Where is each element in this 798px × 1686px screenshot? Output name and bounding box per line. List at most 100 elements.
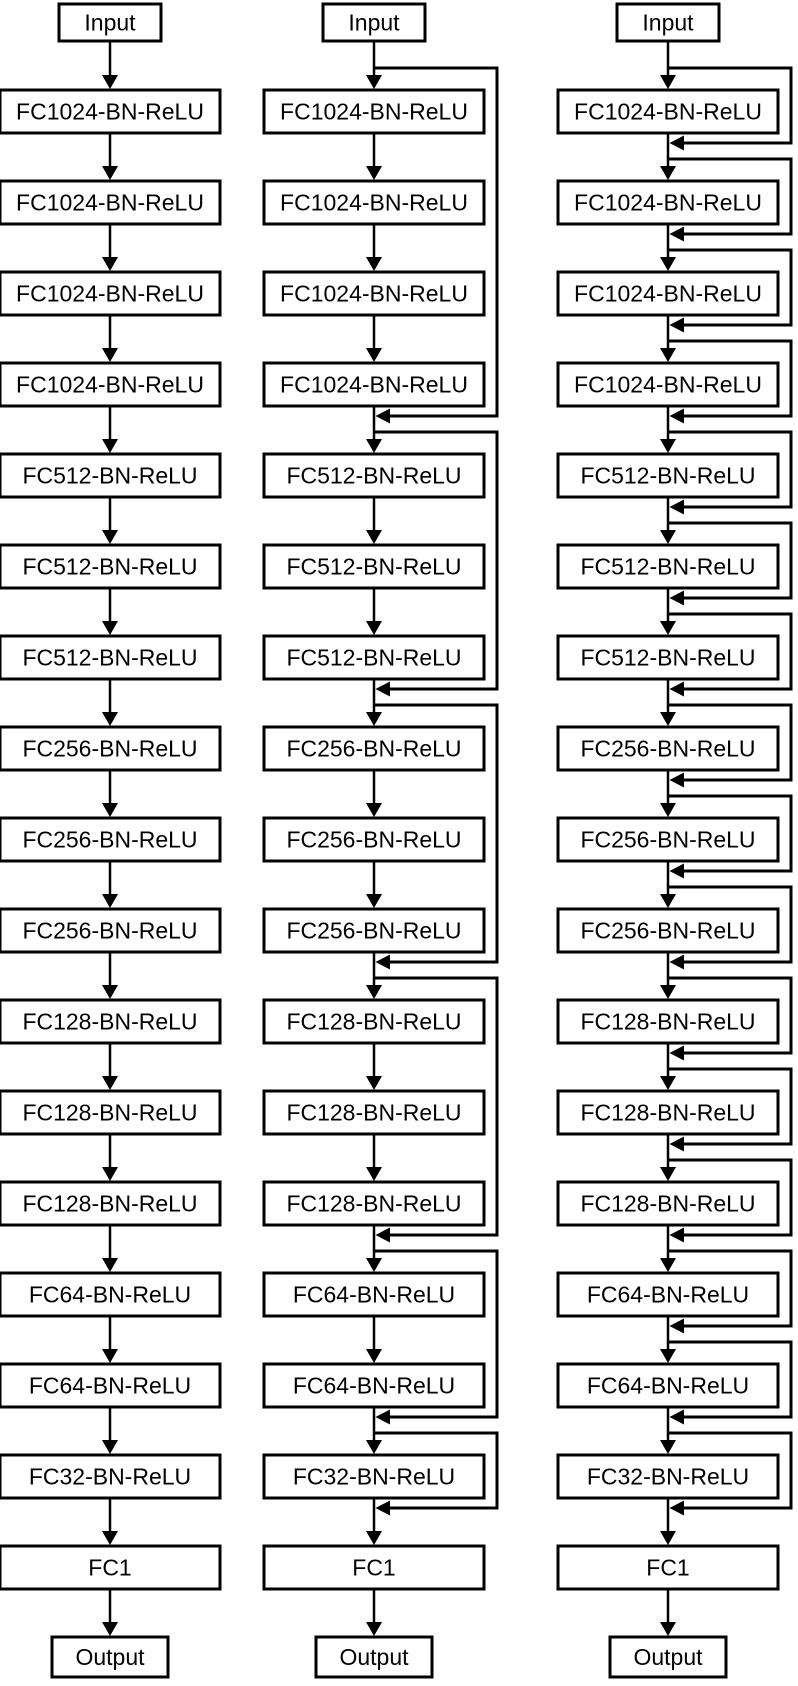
block-label: Output xyxy=(339,1644,409,1670)
block-box xyxy=(556,88,780,135)
skip-connection-line xyxy=(668,1158,793,1237)
arrowhead-down-icon xyxy=(366,1076,382,1090)
block-label: FC32-BN-ReLU xyxy=(293,1464,455,1490)
block-label: FC128-BN-ReLU xyxy=(22,1009,197,1035)
block-label: Input xyxy=(348,10,400,36)
skip-connection-line xyxy=(668,1067,793,1146)
arrowhead-down-icon xyxy=(366,530,382,544)
arrowhead-down-icon xyxy=(102,166,118,180)
skip-connection-line xyxy=(668,885,793,964)
block-label: FC512-BN-ReLU xyxy=(580,645,755,671)
arrowhead-down-icon xyxy=(102,1258,118,1272)
block-box xyxy=(556,1453,780,1500)
block-box xyxy=(0,1453,222,1500)
arrowhead-down-icon xyxy=(660,894,676,908)
block-label: FC512-BN-ReLU xyxy=(286,645,461,671)
skip-connection-line xyxy=(668,1249,793,1328)
block-label: FC128-BN-ReLU xyxy=(22,1191,197,1217)
arrowhead-left-icon xyxy=(375,1500,390,1516)
block-box xyxy=(556,361,780,408)
arrowhead-down-icon xyxy=(366,712,382,726)
block-label: FC256-BN-ReLU xyxy=(286,736,461,762)
block-label: FC256-BN-ReLU xyxy=(286,918,461,944)
block-label: FC512-BN-ReLU xyxy=(22,645,197,671)
arrowhead-down-icon xyxy=(102,1622,118,1636)
arrowhead-down-icon xyxy=(102,803,118,817)
arrowhead-left-icon xyxy=(669,1136,684,1152)
skip-connection-line xyxy=(668,157,793,236)
arrowhead-left-icon xyxy=(375,681,390,697)
arrowhead-down-icon xyxy=(660,1258,676,1272)
block-box xyxy=(556,907,780,954)
arrowhead-down-icon xyxy=(660,803,676,817)
arrowhead-down-icon xyxy=(660,621,676,635)
block-label: FC1024-BN-ReLU xyxy=(574,190,762,216)
block-box xyxy=(262,1180,486,1227)
block-box xyxy=(556,1362,780,1409)
block-box xyxy=(0,634,222,681)
block-box xyxy=(0,543,222,590)
block-box xyxy=(0,361,222,408)
block-box xyxy=(0,816,222,863)
block-label: FC1024-BN-ReLU xyxy=(280,281,468,307)
block-box xyxy=(556,543,780,590)
block-box xyxy=(262,1271,486,1318)
block-box xyxy=(556,1089,780,1136)
arrowhead-down-icon xyxy=(660,75,676,89)
block-box xyxy=(0,1362,222,1409)
block-box xyxy=(0,907,222,954)
arrowhead-down-icon xyxy=(660,985,676,999)
block-box xyxy=(0,88,222,135)
skip-connection-line xyxy=(668,976,793,1055)
block-box xyxy=(262,1453,486,1500)
arrowhead-down-icon xyxy=(366,257,382,271)
block-box xyxy=(50,1635,170,1679)
arrowhead-left-icon xyxy=(669,135,684,151)
block-box xyxy=(262,998,486,1045)
block-box xyxy=(0,998,222,1045)
skip-connection-line xyxy=(668,66,793,145)
block-box xyxy=(556,998,780,1045)
arrowhead-down-icon xyxy=(102,1440,118,1454)
block-box xyxy=(0,1180,222,1227)
block-label: FC1024-BN-ReLU xyxy=(280,190,468,216)
block-box xyxy=(608,1635,728,1679)
block-box xyxy=(262,634,486,681)
block-label: FC1024-BN-ReLU xyxy=(16,99,204,125)
arrowhead-left-icon xyxy=(669,1409,684,1425)
block-box xyxy=(262,452,486,499)
skip-connection-line xyxy=(374,703,499,964)
arrowhead-down-icon xyxy=(366,1622,382,1636)
block-label: Input xyxy=(84,10,136,36)
skip-connection-line xyxy=(374,1249,499,1419)
block-box xyxy=(556,1271,780,1318)
block-label: FC64-BN-ReLU xyxy=(587,1282,749,1308)
block-label: FC512-BN-ReLU xyxy=(286,554,461,580)
arrowhead-down-icon xyxy=(366,348,382,362)
arrowhead-down-icon xyxy=(366,1167,382,1181)
block-box xyxy=(556,179,780,226)
block-label: FC64-BN-ReLU xyxy=(293,1373,455,1399)
arrowhead-down-icon xyxy=(660,257,676,271)
arrowhead-down-icon xyxy=(366,1349,382,1363)
block-label: FC512-BN-ReLU xyxy=(286,463,461,489)
block-box xyxy=(262,1089,486,1136)
block-label: FC256-BN-ReLU xyxy=(22,827,197,853)
block-label: FC128-BN-ReLU xyxy=(22,1100,197,1126)
skip-connection-line xyxy=(668,521,793,600)
arrowhead-down-icon xyxy=(660,1349,676,1363)
block-box xyxy=(262,1544,486,1591)
column-per-block-skip: InputFC1024-BN-ReLUFC1024-BN-ReLUFC1024-… xyxy=(556,2,793,1679)
block-box xyxy=(262,816,486,863)
block-box xyxy=(262,543,486,590)
arrowhead-left-icon xyxy=(669,499,684,515)
arrowhead-down-icon xyxy=(102,257,118,271)
block-label: FC128-BN-ReLU xyxy=(286,1191,461,1217)
arrowhead-left-icon xyxy=(375,1227,390,1243)
arrowhead-left-icon xyxy=(669,590,684,606)
block-label: FC256-BN-ReLU xyxy=(286,827,461,853)
arrowhead-down-icon xyxy=(366,439,382,453)
block-box xyxy=(262,179,486,226)
block-label: Output xyxy=(75,1644,145,1670)
